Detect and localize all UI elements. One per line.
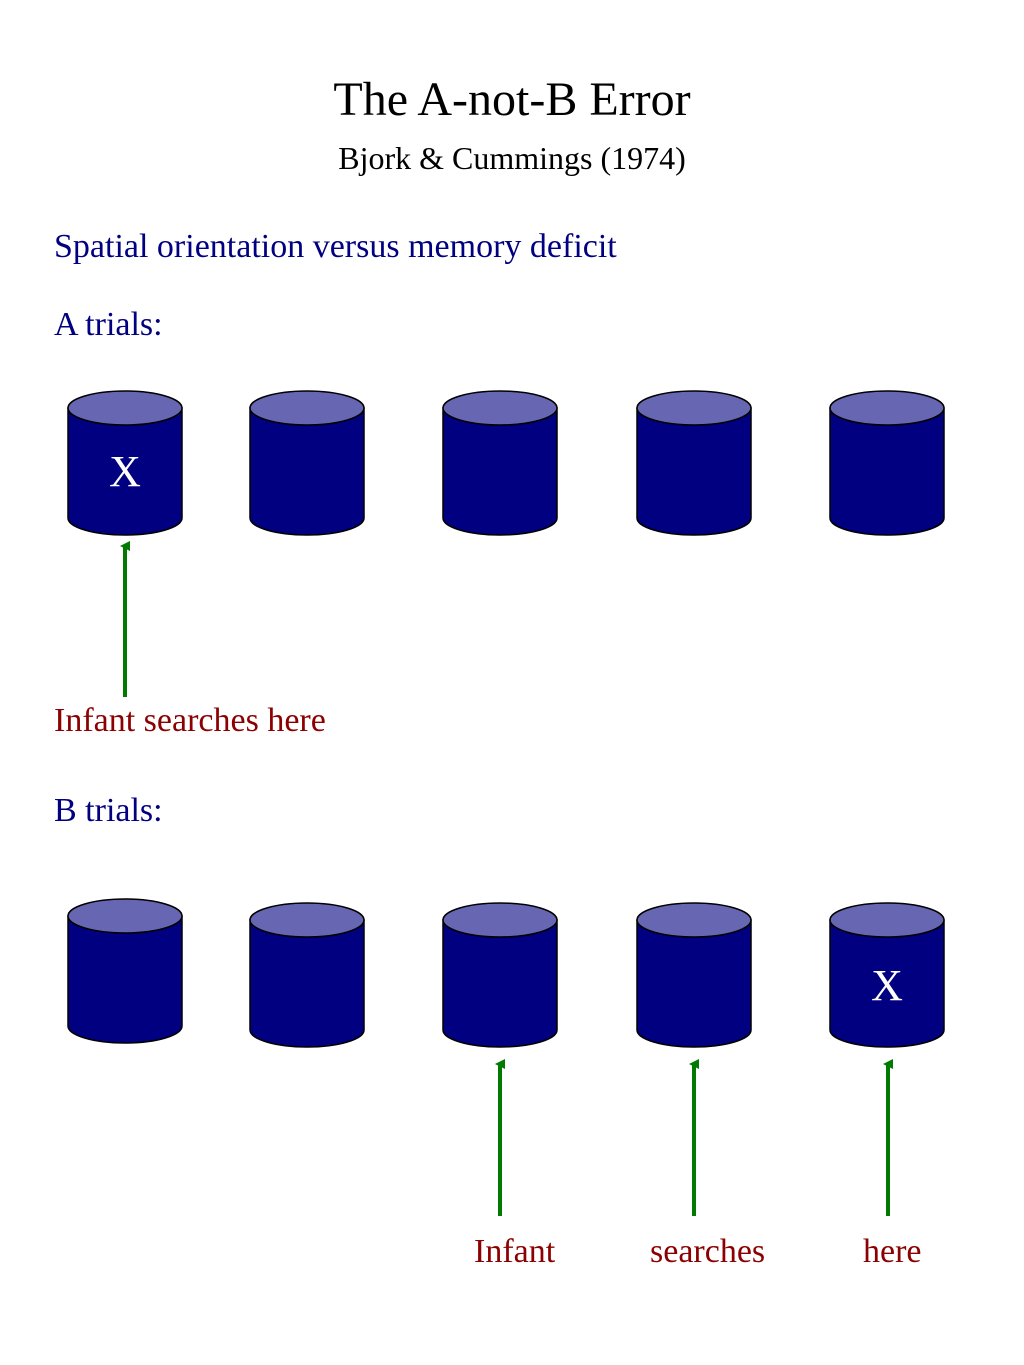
a-container-2 [249,390,365,536]
b-caption-word-infant: Infant [474,1233,556,1270]
section-heading: Spatial orientation versus memory defici… [54,228,617,265]
b-trials-label: B trials: [54,792,163,829]
b-caption-word-searches: searches [650,1233,766,1270]
slide-subtitle: Bjork & Cummings (1974) [338,140,686,176]
b-trials-row: X [67,898,945,1216]
b-container-1 [67,898,183,1044]
hidden-object-marker: X [871,961,903,1010]
b-container-4 [636,902,752,1048]
b-container-3 [442,902,558,1048]
a-container-3 [442,390,558,536]
a-trials-label: A trials: [54,306,163,343]
b-container-5: X [829,902,945,1048]
hidden-object-marker: X [109,447,141,496]
a-search-caption: Infant searches here [54,702,326,739]
a-container-5 [829,390,945,536]
a-container-1: X [67,390,183,536]
slide-title: The A-not-B Error [333,73,691,126]
b-container-2 [249,902,365,1048]
a-container-4 [636,390,752,536]
b-caption-word-here: here [863,1233,922,1270]
a-trials-row: X [67,390,945,697]
